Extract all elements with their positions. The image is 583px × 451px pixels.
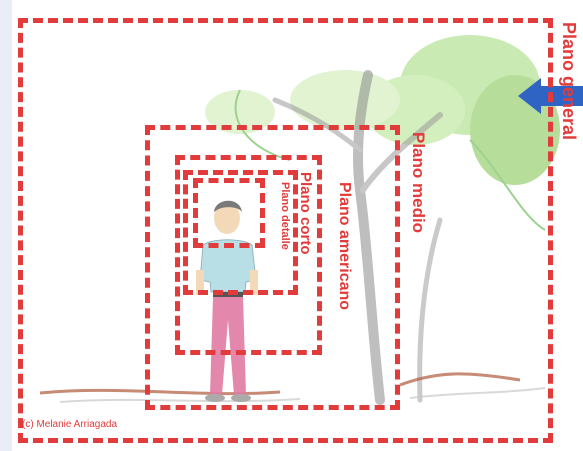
credit-text: (c) Melanie Arriagada xyxy=(22,419,117,430)
label-plano-general: Plano general xyxy=(560,22,578,140)
label-plano-corto: Plano corto xyxy=(298,172,313,255)
label-plano-detalle: Plano detalle xyxy=(279,182,290,250)
label-plano-americano: Plano americano xyxy=(336,182,352,310)
label-plano-medio: Plano medio xyxy=(410,132,427,233)
frame-plano-detalle xyxy=(193,178,265,248)
